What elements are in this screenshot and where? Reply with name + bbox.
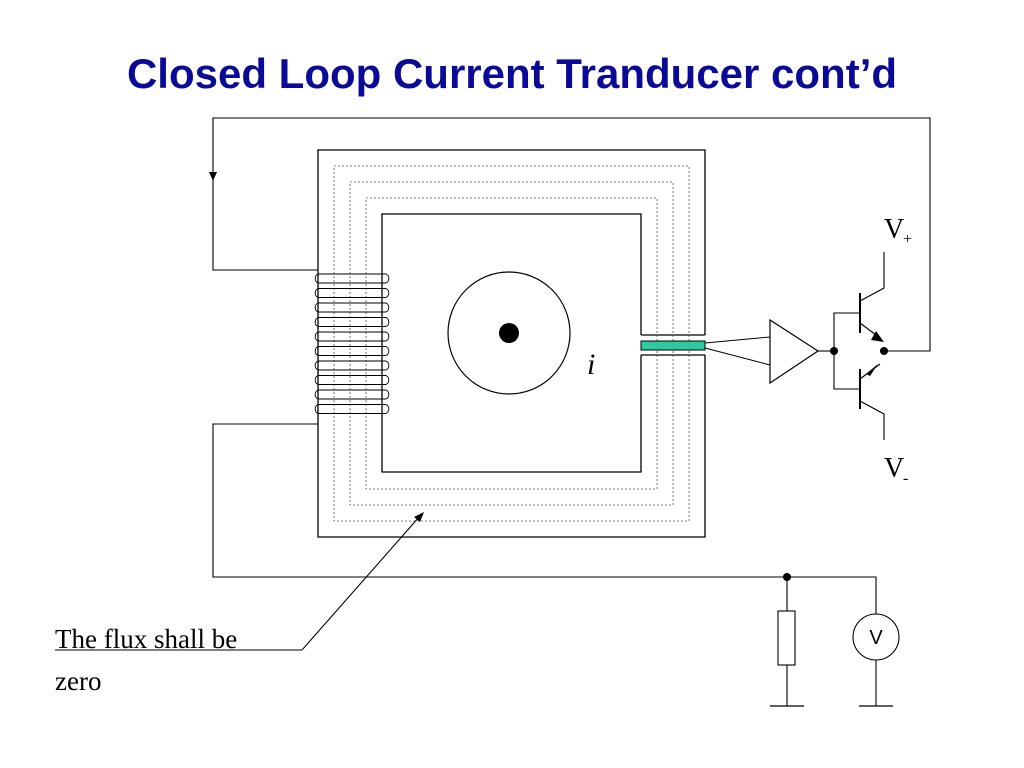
hall-sensor: [640, 340, 706, 351]
coil-turn: [314, 375, 390, 385]
coil-turn: [314, 317, 390, 327]
flux-note: The flux shall be zero: [55, 618, 315, 702]
v-minus-subscript: -: [903, 470, 908, 487]
voltmeter-label: V: [869, 627, 883, 649]
arrow-icon: [871, 331, 884, 342]
secondary-coil: [314, 273, 390, 414]
junction-dot: [783, 573, 791, 581]
v-plus-subscript: +: [903, 231, 912, 248]
junction-dot: [880, 347, 888, 355]
arrow-icon: [414, 512, 424, 522]
coil-turn: [314, 288, 390, 298]
flux-note-line2: zero: [55, 666, 102, 696]
current-label: i: [587, 348, 595, 381]
v-minus-label: V: [884, 453, 904, 484]
coil-turn: [314, 331, 390, 342]
amplifier-inputs: [704, 336, 771, 366]
coil-turn: [314, 273, 390, 284]
v-plus-label: V: [884, 214, 904, 245]
flux-note-line1: The flux shall be: [55, 624, 238, 654]
arrow-icon: [866, 364, 878, 376]
coil-turn: [314, 346, 390, 356]
measurement-resistor: [777, 610, 796, 666]
annotation-leader: [55, 515, 421, 651]
voltmeter: [852, 613, 900, 661]
page-title: Closed Loop Current Tranducer cont’d: [126, 50, 898, 97]
coil-turn: [314, 389, 390, 400]
flux-lines: [333, 165, 690, 522]
coil-turn: [314, 302, 390, 313]
arrow-down-icon: [209, 172, 217, 181]
wiring: [212, 117, 931, 706]
push-pull-stage: [833, 252, 885, 440]
coil-turn: [314, 360, 390, 371]
coil-turn: [314, 404, 390, 414]
primary-conductor: [447, 271, 571, 395]
amplifier: [769, 318, 820, 385]
